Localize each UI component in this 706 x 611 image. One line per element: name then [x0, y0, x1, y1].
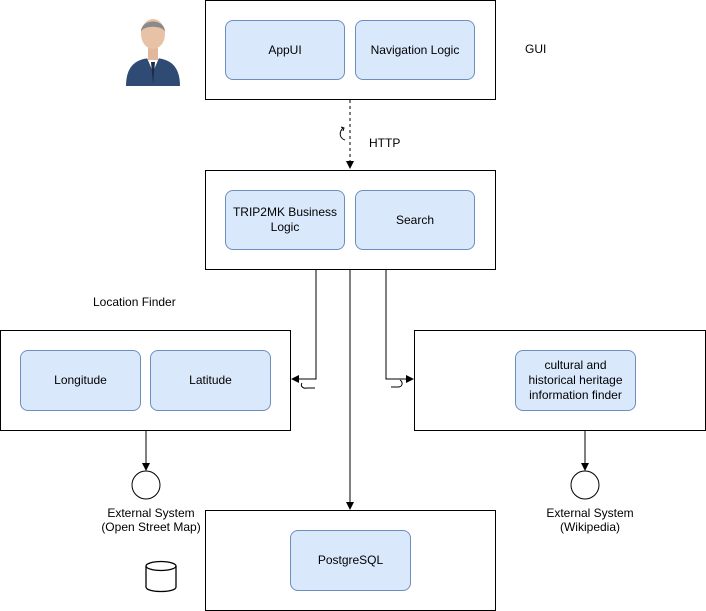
external-system-icon [570, 470, 600, 500]
business-logic-module[interactable]: TRIP2MK Business Logic [225, 190, 345, 250]
gui-label: GUI [525, 42, 547, 56]
longitude-module[interactable]: Longitude [20, 350, 141, 411]
link-business-heritage [385, 270, 414, 383]
location-finder-container: Longitude Latitude [0, 330, 291, 431]
latitude-module[interactable]: Latitude [150, 350, 271, 411]
external-wiki-line2: (Wikipedia) [559, 520, 620, 534]
external-wiki-label: External System (Wikipedia) [535, 506, 645, 534]
http-label: HTTP [369, 136, 401, 150]
external-wiki-line1: External System [546, 506, 634, 520]
database-container: PostgreSQL [205, 510, 496, 611]
external-osm-line2: (Open Street Map) [101, 520, 201, 534]
user-icon [126, 19, 180, 86]
postgresql-module[interactable]: PostgreSQL [290, 530, 411, 591]
link-business-location [291, 270, 317, 383]
external-osm-line1: External System [107, 506, 195, 520]
search-module[interactable]: Search [355, 190, 475, 250]
business-container: TRIP2MK Business Logic Search [205, 170, 496, 270]
database-icon [145, 560, 177, 593]
navigation-logic-module[interactable]: Navigation Logic [355, 20, 475, 80]
location-finder-label: Location Finder [93, 295, 176, 309]
appui-module[interactable]: AppUI [225, 20, 345, 80]
http-return-mark [339, 127, 346, 141]
heritage-finder-container: cultural and historical heritage informa… [414, 330, 706, 431]
heritage-finder-module[interactable]: cultural and historical heritage informa… [515, 350, 636, 411]
external-system-icon [131, 470, 161, 500]
gui-container: AppUI Navigation Logic [205, 0, 496, 100]
external-osm-label: External System (Open Street Map) [96, 506, 206, 534]
